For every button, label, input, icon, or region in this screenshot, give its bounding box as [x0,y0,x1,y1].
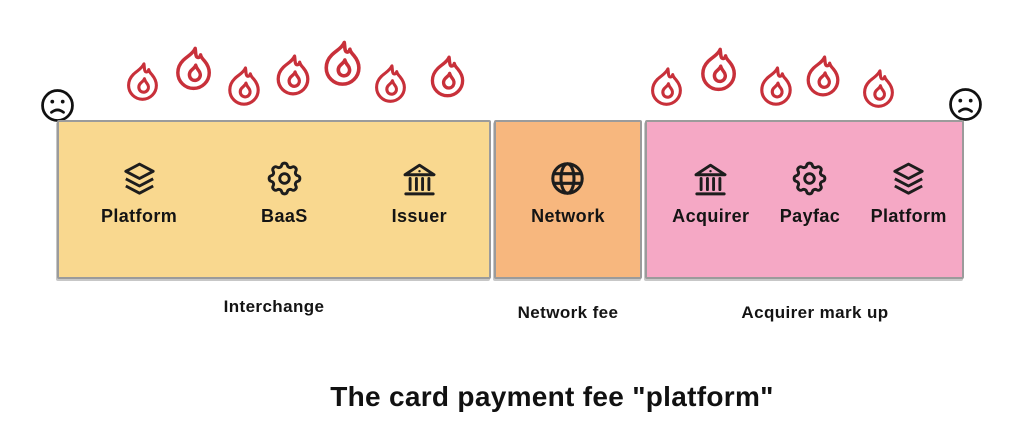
acquirer-box: Acquirer Payfac Platform [645,120,964,279]
flame-icon [315,38,369,92]
bank-icon [690,158,731,199]
item-label: Acquirer [672,206,750,226]
flame-icon [220,64,267,111]
item-label: Network [531,206,605,226]
bank-icon [399,158,440,199]
acquirer-payfac: Payfac [780,158,840,227]
flame-icon [167,44,219,96]
sad-face-icon [946,85,985,124]
flame-icon [752,64,799,111]
flame-icon [692,45,744,97]
flame-icon [268,52,317,101]
gear-icon [264,158,305,199]
interchange-caption: Interchange [223,297,325,316]
flame-icon [798,53,847,102]
acquirer-acquirer: Acquirer [672,158,749,227]
interchange-box: Platform BaaS Issuer [57,120,491,279]
item-label: Issuer [391,206,448,226]
flame-icon [367,62,413,108]
item-label: Platform [870,206,947,226]
interchange-baas: BaaS [261,158,308,227]
acquirer-platform: Platform [871,158,947,227]
acquirer-markup-caption: Acquirer mark up [741,303,889,322]
item-label: BaaS [261,206,308,226]
globe-icon [547,158,588,199]
page-title: The card payment fee "platform" [330,381,774,412]
flame-icon [119,60,165,106]
flame-icon [422,53,472,103]
network-box: Network [494,120,642,279]
layers-icon [119,158,160,199]
flame-icon [643,65,689,111]
interchange-issuer: Issuer [392,158,447,227]
flame-icon [855,67,901,113]
layers-icon [888,158,929,199]
interchange-platform: Platform [101,158,177,227]
network-item: Network [531,158,605,227]
gear-icon [789,158,830,199]
network-fee-caption: Network fee [517,303,619,322]
item-label: Payfac [779,206,841,226]
item-label: Platform [100,206,178,226]
